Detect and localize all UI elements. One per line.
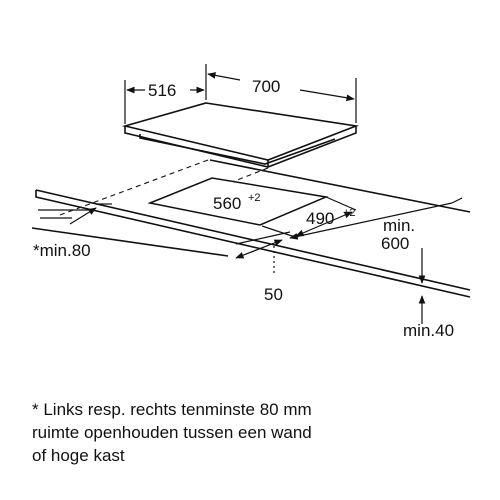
side-distance-dimension	[38, 203, 112, 225]
side-min-label: *min.80	[33, 241, 91, 260]
footnote-line-1: * Links resp. rechts tenminste 80 mm	[32, 400, 312, 419]
front-min-value: 600	[381, 234, 409, 253]
front-min-label: min.	[383, 216, 415, 235]
cutout-depth-label: 490	[306, 209, 334, 228]
cutout-width-label: 560	[213, 194, 241, 213]
projection-lines	[59, 159, 269, 216]
cutout-width-tolerance: +2	[248, 192, 261, 204]
footnote-line-3: of hoge kast	[32, 446, 125, 465]
cutout-depth-tolerance: +2	[343, 207, 356, 219]
depth-label: 516	[148, 81, 176, 100]
width-dimension	[207, 72, 357, 123]
wall-distance-dimension	[235, 239, 283, 276]
thickness-label: min.40	[403, 321, 454, 340]
cooktop	[121, 102, 360, 168]
footnote-line-2: ruimte openhouden tussen een wand	[32, 423, 312, 442]
wall-distance-label: 50	[264, 285, 283, 304]
footnote: * Links resp. rechts tenminste 80 mm rui…	[32, 398, 472, 467]
installation-diagram: 516 700 560 +2 490 +2 min. 600	[31, 64, 471, 340]
width-label: 700	[252, 77, 280, 96]
depth-dimension	[124, 64, 207, 124]
